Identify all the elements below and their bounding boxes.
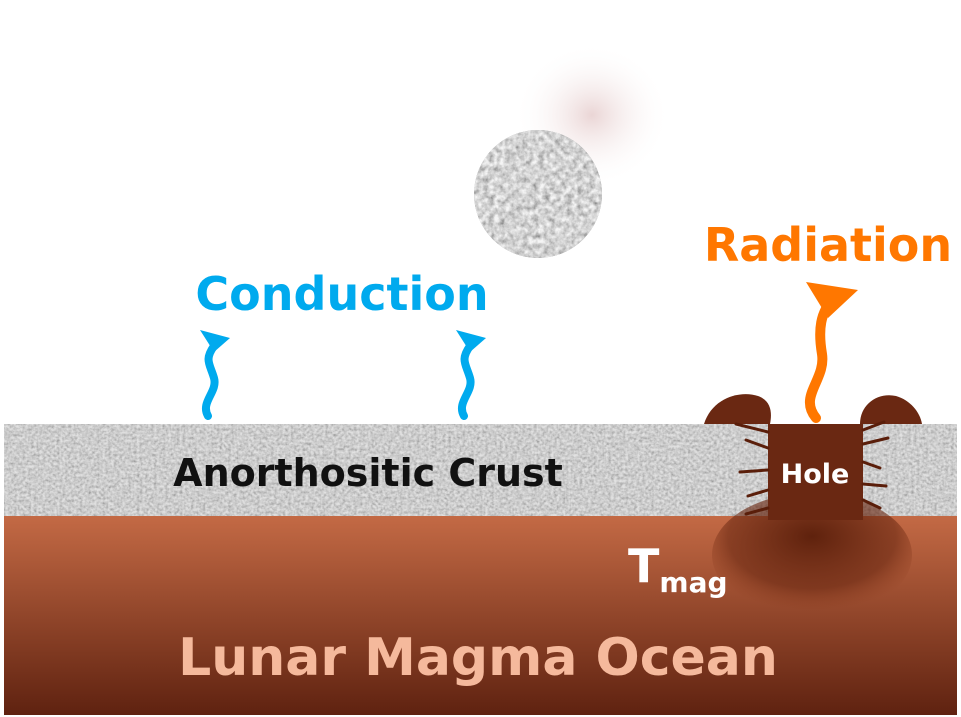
hole-magma-halo xyxy=(712,493,912,617)
t-mag-label: Tmag xyxy=(628,539,728,599)
crust-hole xyxy=(704,394,922,520)
radiation-label: Radiation xyxy=(704,218,952,272)
conduction-arrow-right xyxy=(456,330,486,420)
crust-label: Anorthositic Crust xyxy=(173,451,563,495)
impactor-rock-icon xyxy=(474,130,602,258)
radiation-arrow xyxy=(805,282,858,423)
conduction-arrow-left xyxy=(200,330,230,420)
hole-label: Hole xyxy=(781,459,850,490)
ocean-label: Lunar Magma Ocean xyxy=(178,628,778,688)
conduction-label: Conduction xyxy=(195,267,488,321)
t-mag-subscript: mag xyxy=(659,566,727,599)
t-mag-main: T xyxy=(628,539,660,593)
